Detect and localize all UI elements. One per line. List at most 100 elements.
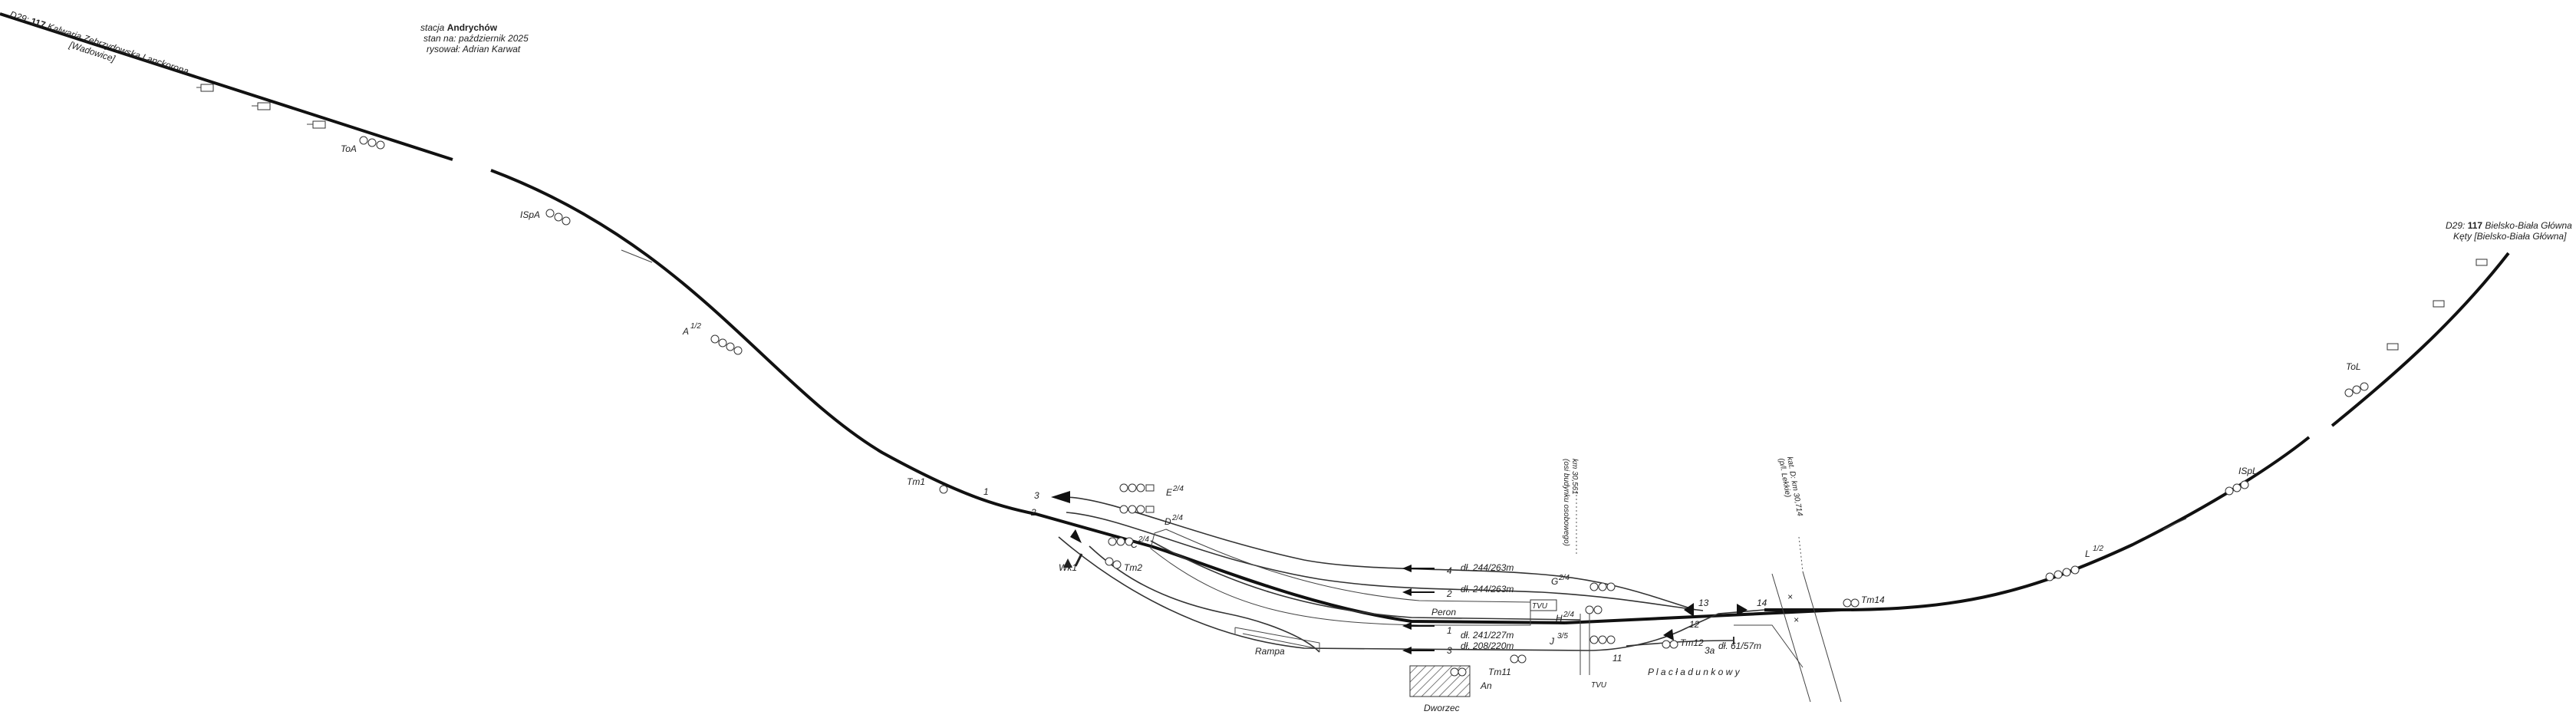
platform bbox=[1152, 531, 1528, 626]
station-status-date: stan na: październik 2025 bbox=[423, 33, 529, 44]
track-3 bbox=[1058, 536, 1688, 651]
arrow-track-1 bbox=[1402, 622, 1412, 630]
direction-west-code: D29: bbox=[8, 9, 30, 25]
arrow-track-2-east bbox=[1684, 603, 1694, 617]
track-1-number: 1 bbox=[1447, 625, 1452, 636]
platform-label: Peron bbox=[1431, 607, 1456, 618]
signal-g-sup: 2/4 bbox=[1558, 574, 1570, 582]
rampa-siding bbox=[1089, 545, 1320, 653]
signal-ispa: ISpA bbox=[520, 209, 571, 226]
signal-tm14-label: Tm14 bbox=[1861, 594, 1885, 605]
signal-wk1-label: Wk1 bbox=[1059, 562, 1077, 573]
main-track-east bbox=[1764, 436, 2311, 611]
crossing-east bbox=[2163, 518, 2187, 530]
direction-west-line: 117 bbox=[29, 15, 47, 30]
signal-l-label: L bbox=[2085, 548, 2090, 559]
line-break-east bbox=[2308, 424, 2334, 438]
signal-h-sup: 2/4 bbox=[1563, 611, 1574, 619]
track-4 bbox=[1066, 496, 1696, 611]
track-3-number: 3 bbox=[1447, 645, 1452, 656]
line-break-west bbox=[463, 159, 480, 168]
track-3-length: dł. 208/220m bbox=[1461, 641, 1514, 651]
crossing-west bbox=[621, 249, 653, 263]
arrow-track-3-west bbox=[1070, 529, 1082, 543]
platform-outline bbox=[1150, 529, 1531, 626]
signal-group-east-1 bbox=[2387, 343, 2399, 351]
track-3a-number: 3a bbox=[1705, 645, 1715, 656]
track-3a-length: dł. 61/57m bbox=[1718, 641, 1761, 651]
signal-c-sup: 2/4 bbox=[1138, 535, 1149, 544]
signal-g: G 2/4 bbox=[1551, 574, 1616, 591]
signal-l-sup: 1/2 bbox=[2093, 545, 2103, 553]
direction-east-line: 117 bbox=[2468, 220, 2483, 231]
direction-east-title: D29: 117 Bielsko-Biała Główna bbox=[2446, 220, 2572, 231]
track-2-length: dł. 244/263m bbox=[1461, 584, 1514, 594]
switch-13-label: 13 bbox=[1698, 598, 1709, 608]
switch-12-label: 12 bbox=[1689, 619, 1700, 630]
station-title-prefix: stacja bbox=[420, 22, 445, 33]
signal-j: J 3/5 bbox=[1549, 632, 1616, 647]
km-axis-text: km 30,561 bbox=[1570, 459, 1579, 495]
signal-a: A 1/2 bbox=[682, 322, 743, 355]
arrow-main-east bbox=[1737, 604, 1748, 616]
signal-g-label: G bbox=[1551, 576, 1558, 587]
signal-ispl-label: ISpL bbox=[2238, 466, 2258, 476]
arrow-track-4 bbox=[1402, 565, 1412, 572]
switch-wk1-stroke bbox=[1074, 553, 1083, 567]
tvu-label-1: TVU bbox=[1532, 602, 1548, 611]
main-track-west bbox=[0, 12, 453, 161]
km-nat-line bbox=[1798, 536, 1804, 572]
track-1 bbox=[1150, 540, 1581, 621]
signal-tm2: Tm2 bbox=[1105, 557, 1142, 573]
east-connector bbox=[1687, 609, 1765, 628]
loading-yard-label: P l a c ł a d u n k o w y bbox=[1648, 667, 1741, 677]
signal-j-label: J bbox=[1549, 636, 1555, 647]
switch-3-label: 3 bbox=[1034, 490, 1039, 501]
signal-l: L 1/2 bbox=[2045, 545, 2103, 581]
track-1-length: dł. 241/227m bbox=[1461, 630, 1514, 641]
station-building-label: Dworzec bbox=[1424, 703, 1460, 713]
tvu-label-2: TVU bbox=[1591, 681, 1607, 690]
crossing-mark-1: × bbox=[1787, 591, 1793, 602]
track-2 bbox=[1066, 512, 1704, 611]
ramp-label: Rampa bbox=[1255, 646, 1285, 657]
signal-tm14: Tm14 bbox=[1843, 594, 1885, 608]
signal-d-sup: 2/4 bbox=[1171, 514, 1183, 522]
signal-tm11: Tm11 bbox=[1488, 654, 1527, 677]
direction-east-code: D29: bbox=[2446, 220, 2465, 231]
direction-west-title: D29: 117 Kalwaria Zebrzydowska Lanckoron… bbox=[8, 9, 190, 77]
signal-tm1-label: Tm1 bbox=[907, 476, 925, 487]
arrow-track-2 bbox=[1402, 588, 1412, 596]
km-axis-sub: (osi budynku osobowego) bbox=[1562, 459, 1570, 546]
signal-h: H 2/4 bbox=[1556, 605, 1603, 624]
arrow-track-4-west bbox=[1051, 491, 1070, 503]
signal-an-label: An bbox=[1480, 680, 1492, 691]
switch-11-label: 11 bbox=[1612, 653, 1622, 664]
ramp bbox=[1234, 627, 1320, 652]
arrow-track-3 bbox=[1402, 647, 1412, 654]
signal-ispa-label: ISpA bbox=[520, 209, 540, 220]
tvu-box bbox=[1530, 599, 1557, 611]
yard-boundary-1 bbox=[1771, 573, 1811, 703]
signal-a-label: A bbox=[682, 326, 689, 337]
signal-tm11-label: Tm11 bbox=[1488, 667, 1511, 677]
signal-e: E 2/4 bbox=[1119, 483, 1184, 498]
signal-e-label: E bbox=[1166, 487, 1173, 498]
track-2-number: 2 bbox=[1446, 588, 1452, 599]
station-title: stacja Andrychów bbox=[420, 22, 498, 33]
km-nat-annotation: kat. D: km 30,714 (p/l. Lekkie) bbox=[1777, 456, 1804, 518]
arrow-track-3-east bbox=[1663, 629, 1674, 641]
signal-tm1: Tm1 bbox=[907, 476, 948, 494]
station-name: Andrychów bbox=[447, 22, 498, 33]
track-4-number: 4 bbox=[1447, 565, 1452, 576]
track-4-length: dł. 244/263m bbox=[1461, 562, 1514, 573]
km-axis-annotation: km 30,561 (osi budynku osobowego) bbox=[1562, 459, 1579, 546]
signal-group-east-3 bbox=[2476, 259, 2488, 266]
signal-an: An bbox=[1450, 667, 1492, 691]
signal-group-west-1 bbox=[196, 84, 214, 92]
signal-h-label: H bbox=[1556, 613, 1563, 624]
signal-group-west-2 bbox=[252, 102, 271, 110]
signal-e-sup: 2/4 bbox=[1172, 485, 1184, 493]
yard-boundary-2 bbox=[1802, 571, 1842, 703]
